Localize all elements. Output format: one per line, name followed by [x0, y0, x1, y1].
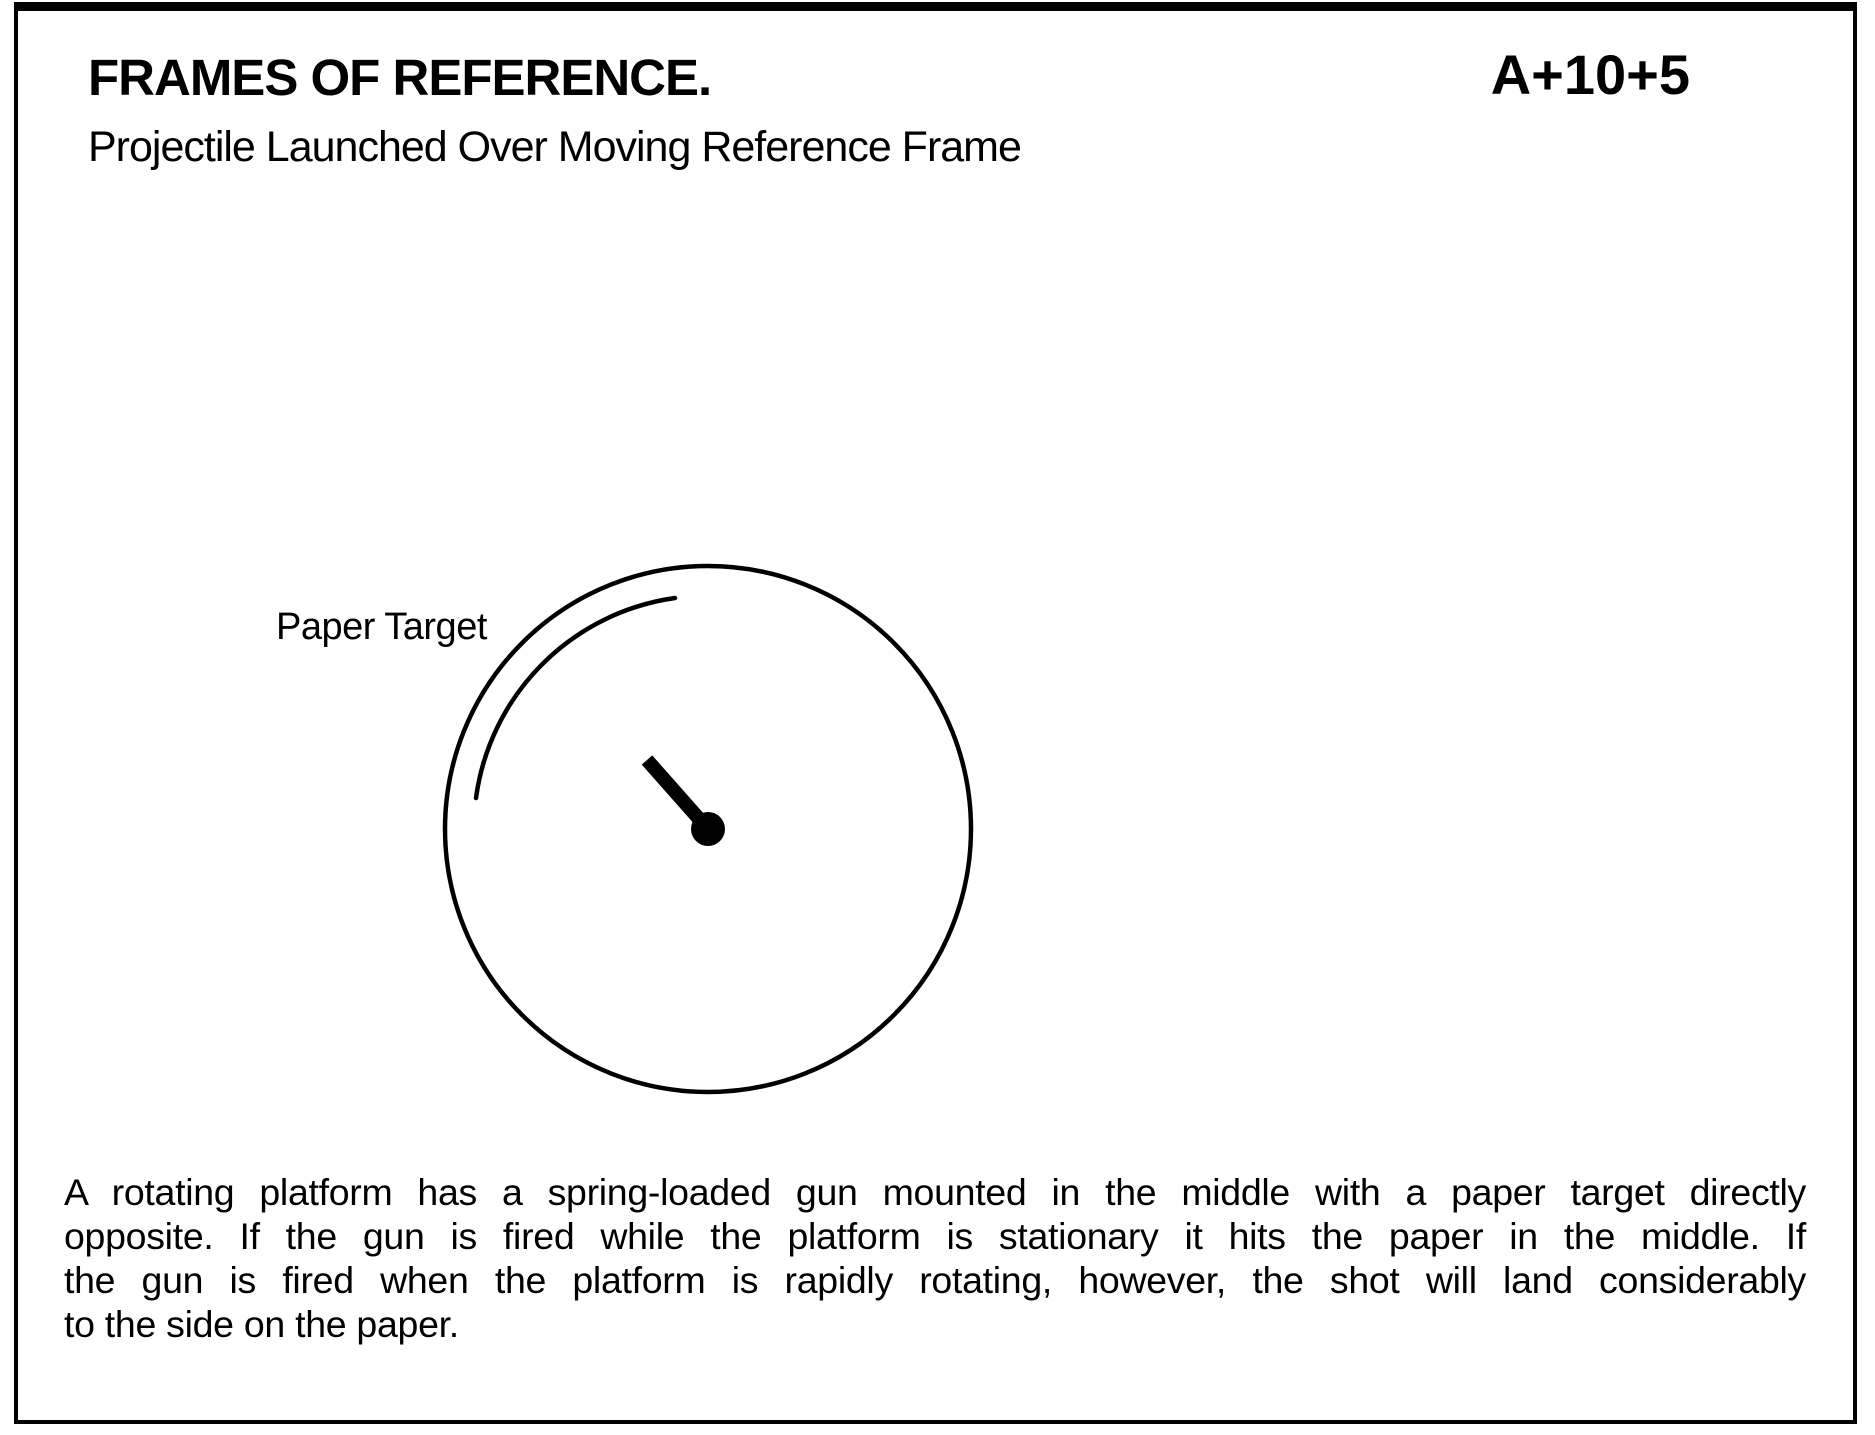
description-line: A rotating platform has a spring-loaded …	[64, 1171, 1806, 1213]
paper-target-arc	[473, 595, 678, 801]
description-line: opposite. If the gun is fired while the …	[64, 1215, 1806, 1257]
catalog-code: A+10+5	[1490, 43, 1690, 106]
description-line: the gun is fired when the platform is ra…	[64, 1259, 1806, 1301]
page-subtitle: Projectile Launched Over Moving Referenc…	[88, 123, 1022, 171]
paper-target-label: Paper Target	[276, 606, 487, 648]
gun-pivot-dot	[691, 812, 725, 846]
description-line: to the side on the paper.	[64, 1303, 459, 1345]
rotating-platform-circle	[442, 563, 974, 1095]
description-paragraph: A rotating platform has a spring-loaded …	[64, 1170, 1806, 1346]
page-title: FRAMES OF REFERENCE.	[88, 49, 712, 106]
